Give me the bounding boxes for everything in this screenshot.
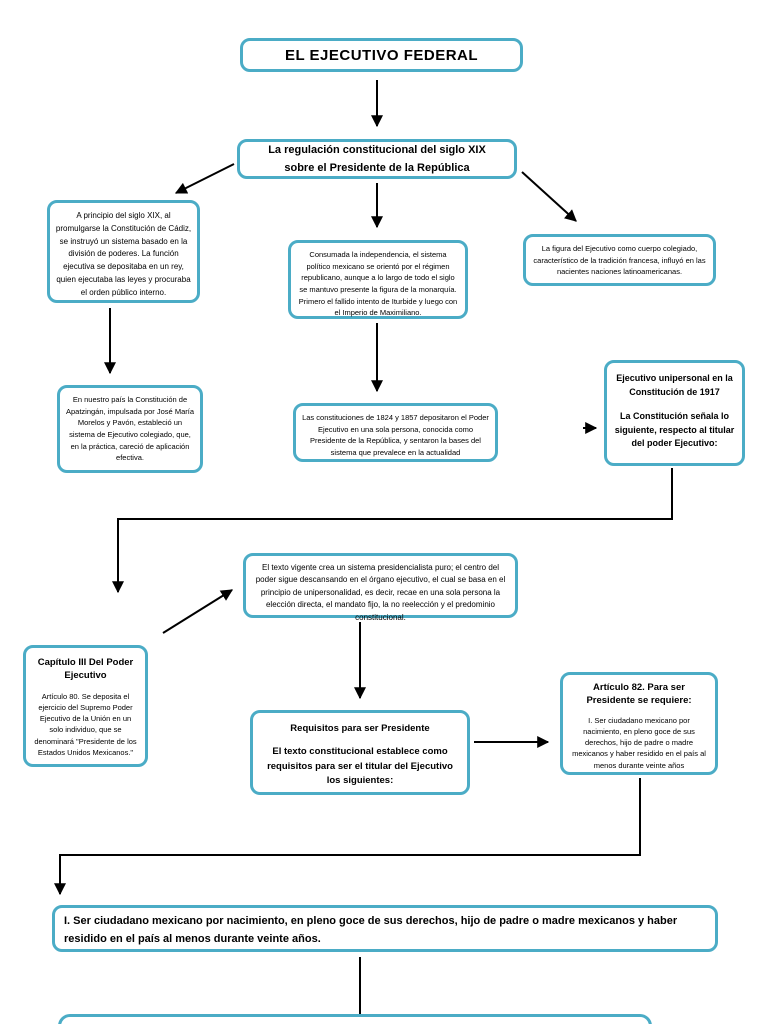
unipersonal-body: La Constitución señala lo siguiente, res… — [614, 411, 735, 448]
connector-diagonal-to-texto-vigente — [162, 589, 234, 634]
node-unipersonal-1917: Ejecutivo unipersonal en la Constitución… — [604, 360, 745, 466]
requisitos-title: Requisitos para ser Presidente — [290, 723, 430, 734]
connector-regulacion-to-francesa — [521, 171, 577, 222]
connector-regulacion-to-cadiz — [174, 163, 235, 194]
unipersonal-title: Ejecutivo unipersonal en la Constitución… — [616, 373, 733, 397]
regulacion-text: La regulación constitucional del siglo X… — [268, 143, 486, 174]
requisito-1-text: I. Ser ciudadano mexicano por nacimiento… — [64, 915, 678, 945]
node-requisitos: Requisitos para ser Presidente El texto … — [250, 710, 470, 795]
connector-articulo82-elbow-to-requisito1 — [54, 778, 641, 896]
constituciones-text: Las constituciones de 1824 y 1857 deposi… — [302, 413, 489, 457]
node-next-partial — [58, 1014, 652, 1024]
cadiz-text: A principio del siglo XIX, al promulgars… — [55, 211, 192, 297]
requisitos-body: El texto constitucional establece como r… — [267, 746, 453, 786]
title-text: EL EJECUTIVO FEDERAL — [284, 46, 479, 64]
articulo82-body: I. Ser ciudadano mexicano por nacimiento… — [572, 715, 706, 770]
francesa-text: La figura del Ejecutivo como cuerpo cole… — [533, 244, 706, 277]
node-texto-vigente: El texto vigente crea un sistema preside… — [243, 553, 518, 622]
capitulo-title: Capítulo III Del Poder Ejecutivo — [37, 657, 134, 682]
texto-vigente-text: El texto vigente crea un sistema preside… — [255, 563, 506, 622]
node-francesa: La figura del Ejecutivo como cuerpo cole… — [523, 234, 716, 286]
apatzingan-text: En nuestro país la Constitución de Apatz… — [66, 395, 194, 463]
node-title: EL EJECUTIVO FEDERAL — [240, 38, 523, 72]
node-articulo-82: Artículo 82. Para ser Presidente se requ… — [560, 672, 718, 775]
node-independencia: Consumada la independencia, el sistema p… — [288, 240, 468, 319]
node-regulacion: La regulación constitucional del siglo X… — [237, 139, 517, 179]
node-apatzingan: En nuestro país la Constitución de Apatz… — [57, 385, 203, 473]
articulo82-title: Artículo 82. Para ser Presidente se requ… — [586, 682, 692, 706]
capitulo-body: Artículo 80. Se deposita el ejercicio de… — [34, 691, 137, 757]
node-capitulo-iii: Capítulo III Del Poder Ejecutivo Artícul… — [23, 645, 148, 767]
independencia-text: Consumada la independencia, el sistema p… — [298, 250, 458, 318]
node-requisito-1: I. Ser ciudadano mexicano por nacimiento… — [52, 905, 718, 952]
node-constituciones: Las constituciones de 1824 y 1857 deposi… — [293, 403, 498, 462]
node-cadiz: A principio del siglo XIX, al promulgars… — [47, 200, 200, 303]
